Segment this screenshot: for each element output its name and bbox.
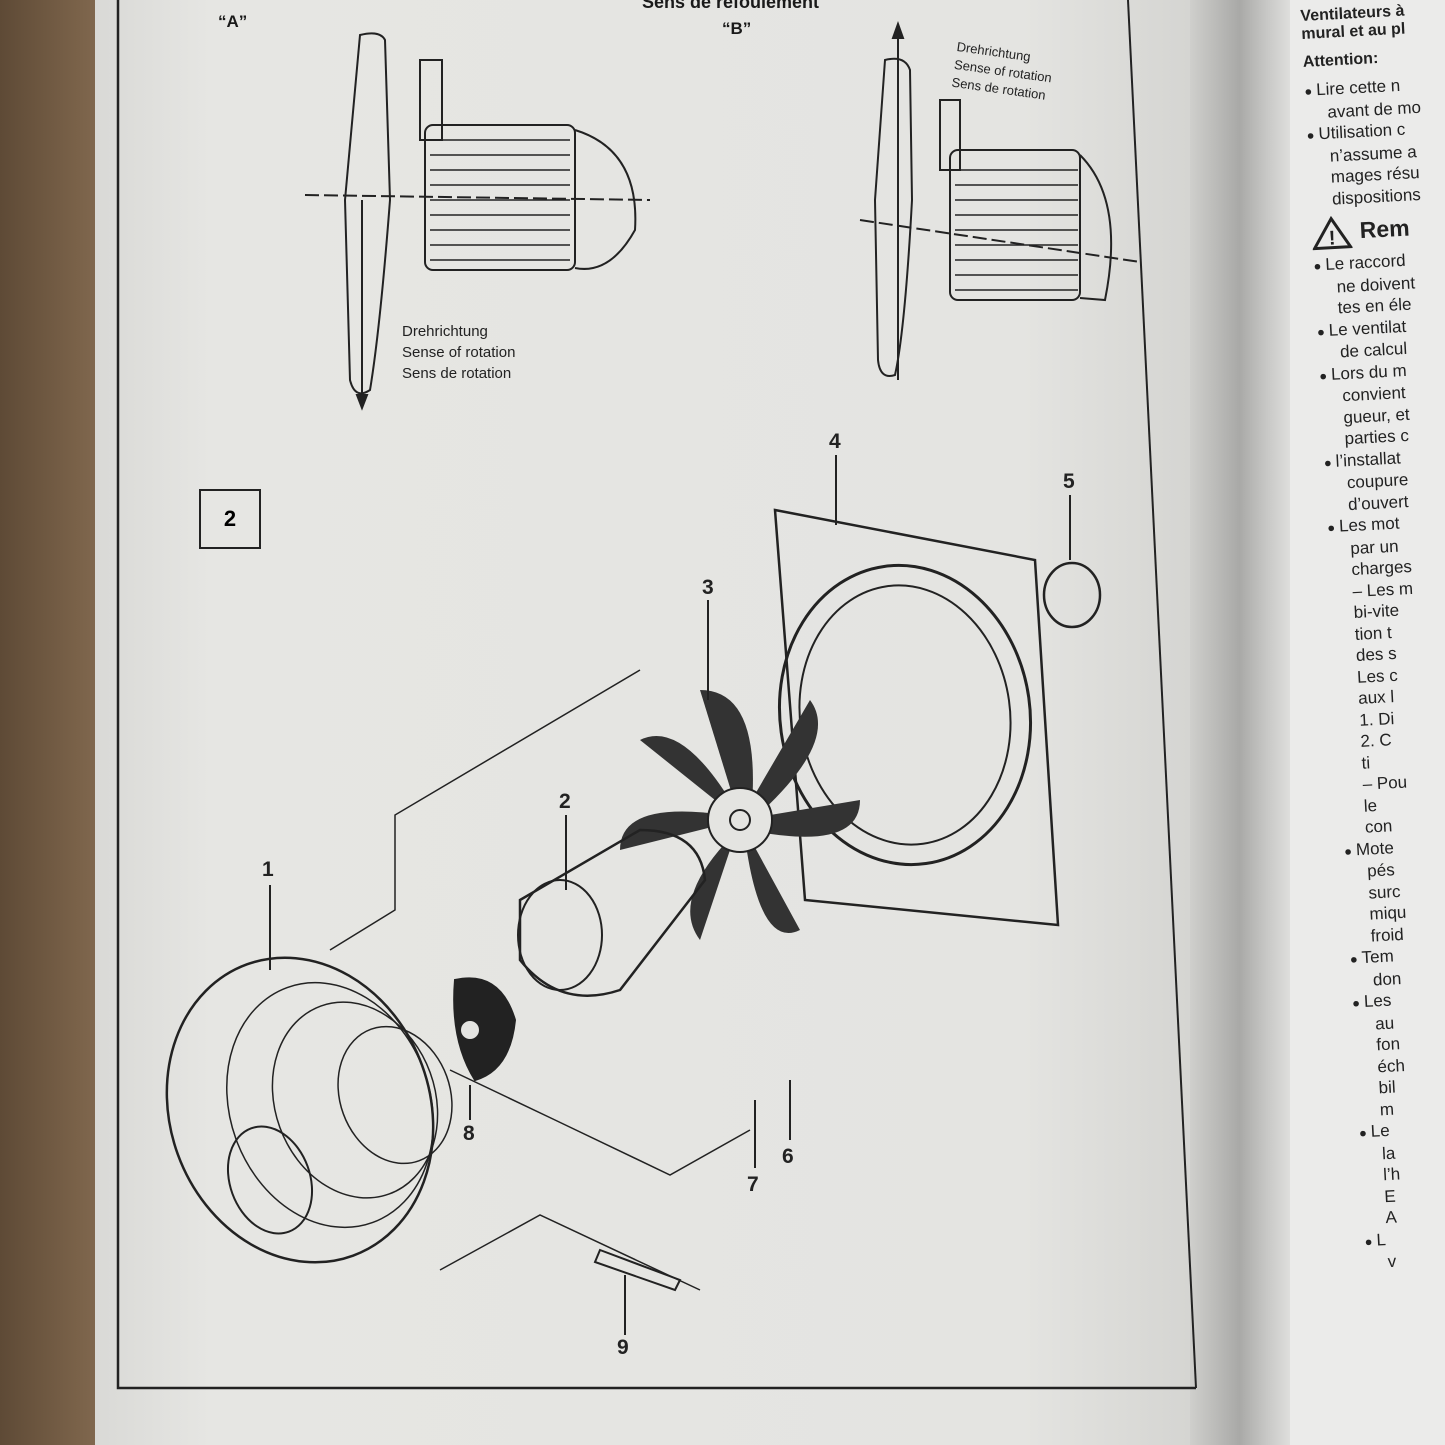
frame-border xyxy=(116,0,1196,1390)
view-b-label: “B” xyxy=(722,19,752,38)
book-gutter xyxy=(1190,0,1300,1445)
figure-number-box: 2 xyxy=(199,489,261,549)
part-label-1: 1 xyxy=(262,858,274,881)
warning-triangle-icon: ! xyxy=(1311,215,1353,251)
part-label-5: 5 xyxy=(1063,470,1075,493)
part-label-9: 9 xyxy=(617,1336,629,1359)
cover-plate xyxy=(1042,561,1102,629)
guard-grille xyxy=(165,956,453,1264)
rotation-fr: Sens de rotation xyxy=(402,365,512,382)
part-label-2: 2 xyxy=(559,790,571,813)
warning-heading: ! Rem xyxy=(1311,208,1445,251)
part-label-3: 3 xyxy=(702,576,714,599)
rotation-de: Drehrichtung xyxy=(402,323,488,340)
section-header-partial: Sens de refoulement xyxy=(642,0,820,12)
rotation-en: Sense of rotation xyxy=(402,344,516,361)
part-label-4: 4 xyxy=(829,430,841,453)
capacitor xyxy=(453,977,517,1082)
motor-view-a xyxy=(304,32,651,411)
part-label-6: 6 xyxy=(782,1145,794,1168)
motor-view-b xyxy=(859,21,1141,380)
attention-heading: Attention: xyxy=(1302,49,1379,71)
pin xyxy=(593,1248,682,1292)
svg-text:!: ! xyxy=(1328,227,1336,249)
right-page-text: Ventilateurs à mural et au pl Attention:… xyxy=(1300,0,1445,1274)
part-label-8: 8 xyxy=(463,1122,475,1145)
view-a-label: “A” xyxy=(218,12,248,31)
motor xyxy=(518,828,707,997)
right-page xyxy=(1290,0,1445,1445)
part-label-7: 7 xyxy=(747,1173,759,1196)
left-page xyxy=(95,0,1255,1445)
rotation-label-a: Drehrichtung Sense of rotation Sens de r… xyxy=(402,321,515,384)
warning-heading-text: Rem xyxy=(1359,214,1411,244)
exploded-view xyxy=(165,455,1102,1335)
